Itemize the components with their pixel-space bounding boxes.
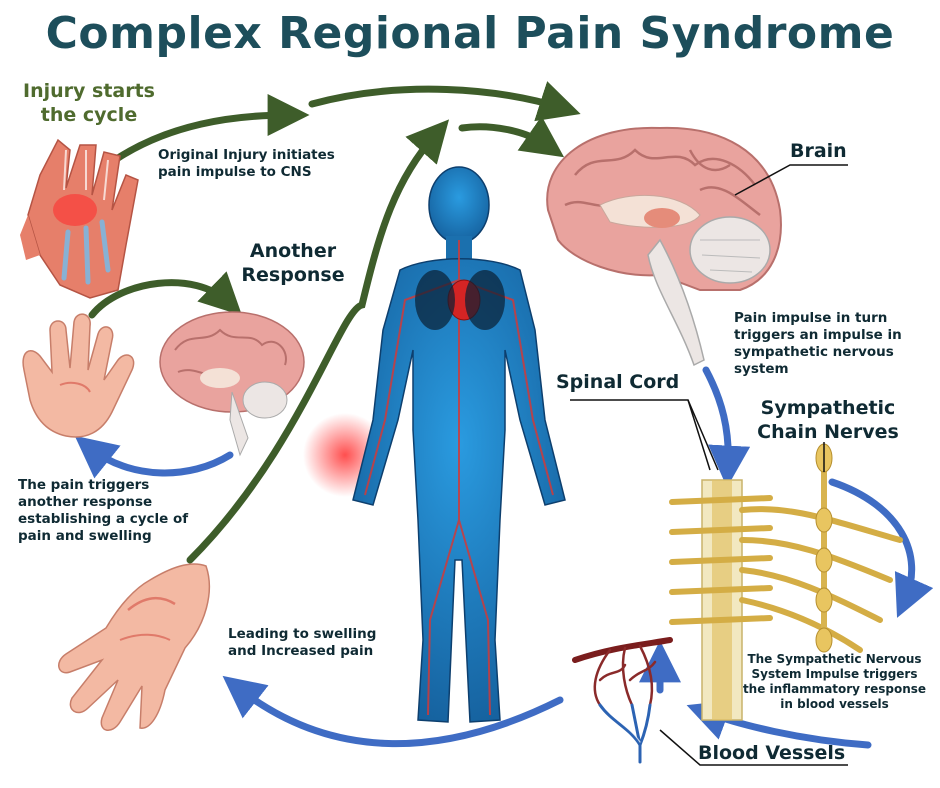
arrow-to-swelling [222, 675, 564, 748]
spinal-cord-image [669, 479, 903, 721]
another-response-label: Another Response [241, 240, 345, 286]
pointer-lines [570, 164, 848, 766]
arrow-brain-to-hand [74, 435, 234, 479]
arrow-hand-to-brain [88, 271, 243, 319]
hand-image-large [58, 563, 210, 731]
original-injury-label: Original Injury initiates pain impulse t… [158, 147, 335, 180]
sympathetic-chain-image [815, 443, 833, 653]
arrow-top-lower [458, 115, 565, 158]
brain-label: Brain [790, 140, 847, 162]
blood-vessels-pointer-line [659, 729, 848, 766]
small-brain-image [159, 311, 305, 457]
spinal-cord-pointer-line-2 [687, 399, 711, 471]
hand-image-small [22, 313, 135, 438]
arrow-injury-to-cns [114, 94, 310, 162]
arrow-top-upper [308, 81, 581, 122]
page-title: Complex Regional Pain Syndrome [45, 8, 895, 59]
leading-swelling-label: Leading to swelling and Increased pain [228, 626, 377, 659]
sympathetic-chain-label: Sympathetic Chain Nerves [757, 397, 899, 443]
injured-hand-image [20, 138, 139, 299]
green-arrows [88, 81, 581, 564]
spinal-cord-label: Spinal Cord [556, 371, 680, 393]
pain-impulse-turn-label: Pain impulse in turn triggers an impulse… [734, 310, 902, 377]
sympathetic-impulse-label: The Sympathetic Nervous System Impulse t… [742, 652, 927, 711]
spinal-cord-pointer-line [570, 399, 719, 471]
brain-pointer-line [734, 164, 848, 196]
human-body-image [303, 166, 566, 723]
pain-triggers-label: The pain triggers another response estab… [18, 477, 189, 544]
blood-vessels-label: Blood Vessels [698, 742, 846, 764]
arrow-brain-to-spine [702, 366, 751, 488]
arrow-chain-to-vessels [828, 478, 934, 618]
large-brain-image [546, 126, 782, 367]
arrow-body-to-brain [186, 119, 450, 564]
blood-vessels-image [572, 637, 673, 764]
blue-arrows [74, 366, 934, 749]
injury-starts-label: Injury starts the cycle [23, 80, 155, 126]
